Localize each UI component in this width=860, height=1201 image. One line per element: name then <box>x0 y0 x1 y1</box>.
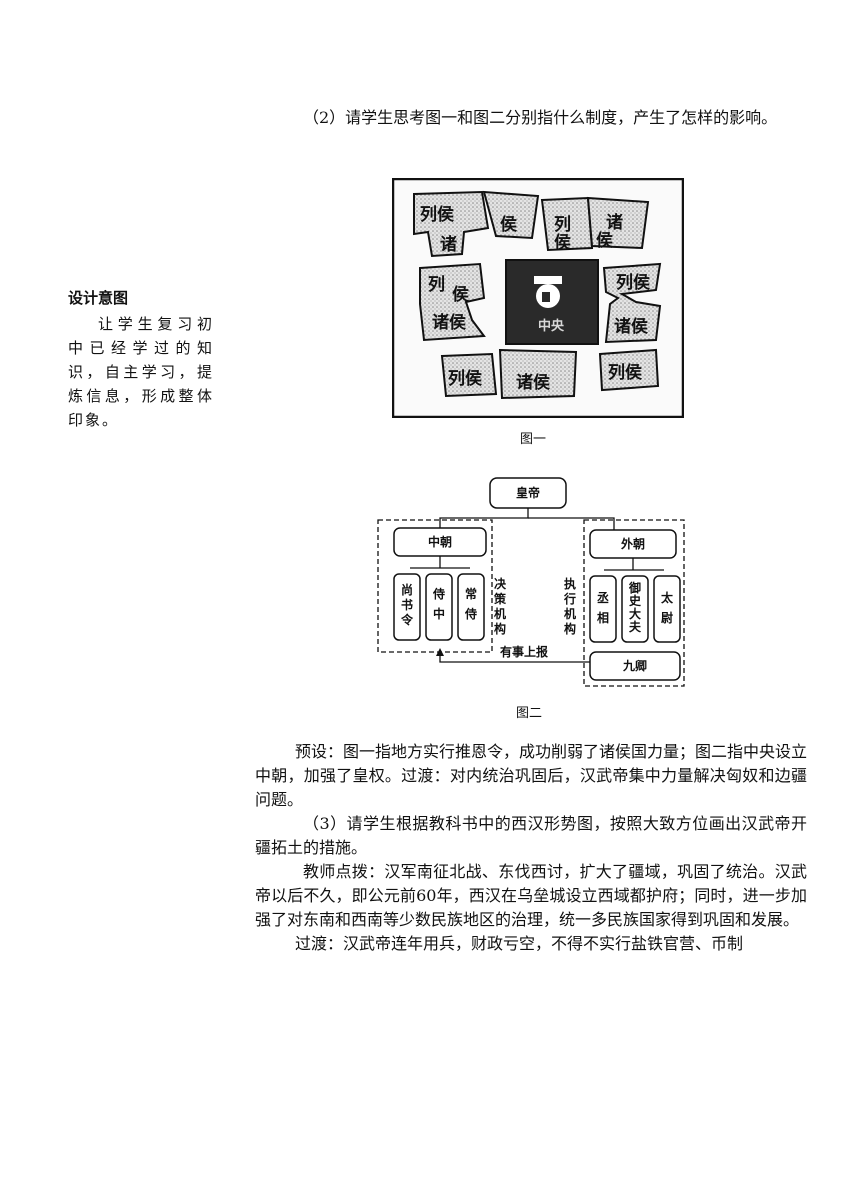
exec-label-group: 执行机构 <box>563 576 576 636</box>
inner-court-label: 中朝 <box>428 534 452 549</box>
question-3-paragraph: （3）请学生根据教科书中的西汉形势图，按照大致方位画出汉武帝开疆拓土的措施。 <box>255 814 807 857</box>
label-tr1: 列 <box>554 214 571 235</box>
figure-2-caption: 图二 <box>516 706 543 721</box>
body-text: 预设：图一指地方实行推恩令，成功削弱了诸侯国力量；图二指中央设立中朝，加强了皇权… <box>255 740 807 956</box>
outer-official-0: 丞相 <box>597 590 609 625</box>
region-bottom-left <box>440 352 498 398</box>
region-bottom-center <box>498 348 578 400</box>
label-mr1: 列侯 <box>616 272 651 293</box>
label-bc: 诸侯 <box>516 372 551 393</box>
inner-official-1: 侍中 <box>432 586 445 621</box>
label-bl: 列侯 <box>448 368 483 389</box>
design-intent-body: 让学生复习初中已经学过的知识，自主学习，提炼信息，形成整体印象。 <box>68 315 214 429</box>
emperor-label: 皇帝 <box>516 485 540 500</box>
decision-label-group: 决策机构 <box>494 576 507 636</box>
question-2-text: （2）请学生思考图一和图二分别指什么制度，产生了怎样的影响。 <box>303 108 778 127</box>
inner-official-0: 尚书令 <box>400 582 414 627</box>
label-tl3: 诸 <box>440 234 457 255</box>
label-ml2: 侯 <box>452 284 470 305</box>
figure-1-caption: 图一 <box>520 432 547 447</box>
outer-court-label: 外朝 <box>621 536 645 551</box>
nine-ministers-box <box>589 651 681 681</box>
outer-court-frame <box>583 519 685 687</box>
label-mr3: 列侯 <box>608 362 643 383</box>
outer-officials-group: 丞相 御史大夫 太尉 <box>597 580 674 634</box>
label-tl1: 列侯 <box>420 204 455 225</box>
label-tr4: 侯 <box>596 230 614 251</box>
inner-official-2: 常侍 <box>464 586 477 621</box>
question-2-block: （2）请学生思考图一和图二分别指什么制度，产生了怎样的影响。 <box>255 106 807 130</box>
label-tl2: 侯 <box>500 214 518 235</box>
report-label: 有事上报 <box>500 644 548 659</box>
label-ml3: 诸侯 <box>432 312 467 333</box>
decision-label: 决策机构 <box>494 576 507 636</box>
outer-official-1: 御史大夫 <box>628 580 642 634</box>
label-mr2: 诸侯 <box>614 316 649 337</box>
outer-official-2: 太尉 <box>661 590 674 625</box>
figure-1-map: 列侯 侯 诸 列 侯 诸 侯 列 侯 诸侯 列侯 诸侯 列侯 列侯 诸侯 中央 <box>392 178 684 418</box>
region-middle-right <box>602 262 662 344</box>
nine-ministers-label: 九卿 <box>622 658 647 673</box>
label-center: 中央 <box>538 318 565 334</box>
region-middle-left <box>419 262 486 342</box>
region-bottom-right <box>598 348 660 392</box>
label-tr3: 诸 <box>606 212 623 233</box>
design-intent-heading: 设计意图 <box>68 289 129 307</box>
transition-paragraph: 过渡：汉武帝连年用兵，财政亏空，不得不实行盐铁官营、币制 <box>295 934 744 953</box>
region-top-right-a <box>540 196 594 252</box>
label-ml1: 列 <box>428 274 445 295</box>
region-top-right-b <box>586 196 650 250</box>
teacher-paragraph: 教师点拨：汉军南征北战、东伐西讨，扩大了疆域，巩固了统治。汉武帝以后不久，即公元… <box>255 862 807 929</box>
region-top-left <box>413 190 490 258</box>
exec-label: 执行机构 <box>563 576 576 636</box>
emperor-head-icon <box>534 276 562 308</box>
region-top-center <box>482 190 540 240</box>
preset-paragraph: 预设：图一指地方实行推恩令，成功削弱了诸侯国力量；图二指中央设立中朝，加强了皇权… <box>255 742 808 809</box>
label-tr2: 侯 <box>554 232 572 253</box>
design-intent-sidebar: 设计意图 让学生复习初中已经学过的知识，自主学习，提炼信息，形成整体印象。 <box>68 288 214 432</box>
inner-court-frame <box>377 519 493 653</box>
